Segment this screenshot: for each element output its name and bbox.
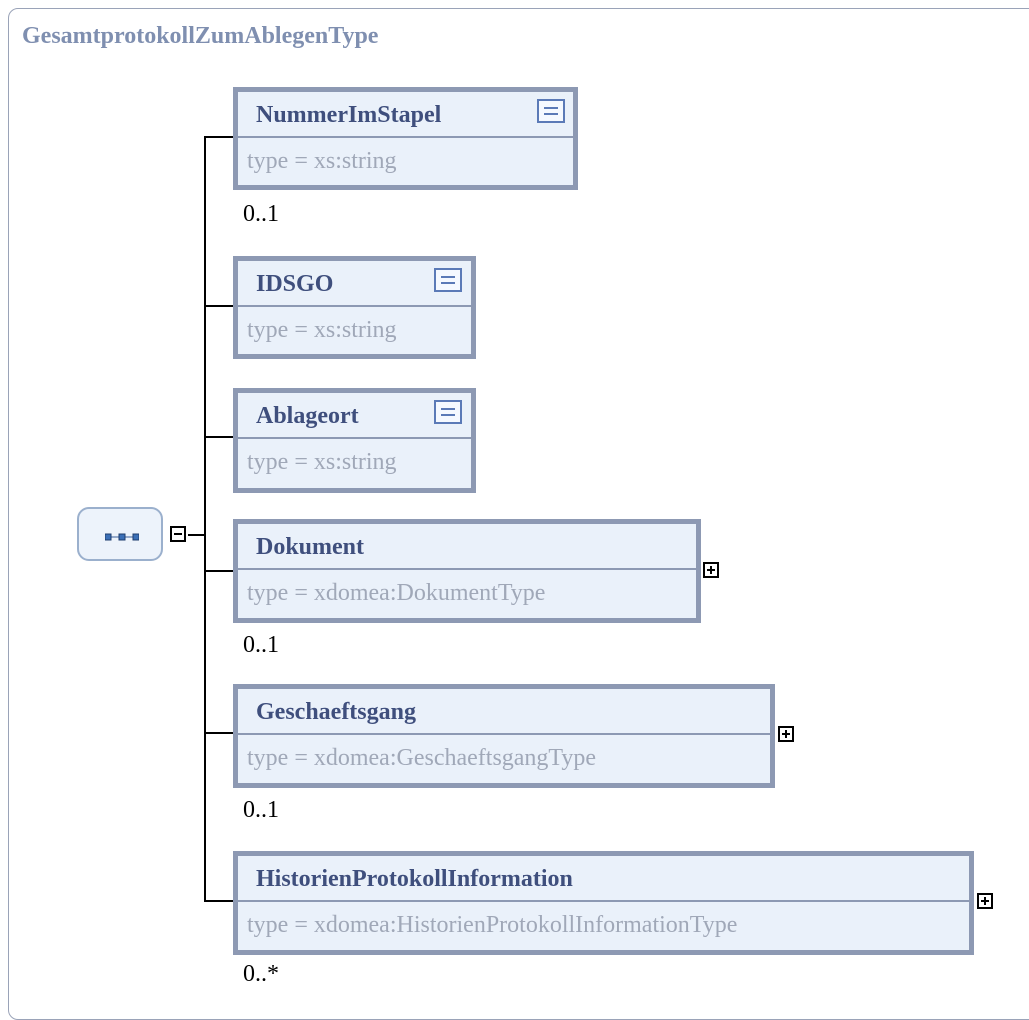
element-geschaeftsgang[interactable]: Geschaeftsgang type = xdomea:Geschaeftsg…: [233, 684, 775, 788]
compositor-link-line: [188, 534, 206, 536]
divider: [238, 437, 471, 439]
element-name: HistorienProtokollInformation: [256, 866, 573, 892]
element-type: type = xs:string: [247, 449, 397, 475]
divider: [238, 305, 471, 307]
element-historienprotokollinformation[interactable]: HistorienProtokollInformation type = xdo…: [233, 851, 974, 955]
element-type: type = xs:string: [247, 148, 397, 174]
documentation-icon: [434, 400, 462, 424]
expand-toggle-icon[interactable]: [703, 562, 719, 578]
expand-toggle-icon[interactable]: [778, 726, 794, 742]
element-name: Dokument: [256, 534, 365, 560]
branch-line: [204, 570, 234, 572]
branch-line: [204, 732, 234, 734]
occurrence-label: 0..*: [243, 961, 279, 987]
element-type: type = xdomea:GeschaeftsgangType: [247, 745, 597, 771]
element-type: type = xdomea:HistorienProtokollInformat…: [247, 912, 738, 938]
branch-line: [204, 305, 234, 307]
occurrence-label: 0..1: [243, 632, 279, 658]
element-nummerimstapel[interactable]: NummerImStapel type = xs:string: [233, 87, 578, 190]
element-name: Geschaeftsgang: [256, 699, 416, 725]
documentation-icon: [434, 268, 462, 292]
element-type: type = xdomea:DokumentType: [247, 580, 546, 606]
branch-line: [204, 136, 234, 138]
expand-toggle-icon[interactable]: [977, 893, 993, 909]
element-ablageort[interactable]: Ablageort type = xs:string: [233, 388, 476, 493]
occurrence-label: 0..1: [243, 201, 279, 227]
divider: [238, 568, 696, 570]
element-dokument[interactable]: Dokument type = xdomea:DokumentType: [233, 519, 701, 623]
sequence-trunk-line: [204, 136, 206, 902]
divider: [238, 733, 770, 735]
element-name: Ablageort: [256, 403, 359, 429]
divider: [238, 136, 573, 138]
element-name: IDSGO: [256, 271, 334, 297]
branch-line: [204, 436, 234, 438]
element-name: NummerImStapel: [256, 102, 442, 128]
occurrence-label: 0..1: [243, 797, 279, 823]
documentation-icon: [537, 99, 565, 123]
divider: [238, 900, 969, 902]
sequence-icon: [105, 533, 139, 541]
sequence-compositor[interactable]: [77, 507, 163, 561]
element-type: type = xs:string: [247, 317, 397, 343]
collapse-toggle-icon[interactable]: [170, 526, 186, 542]
complex-type-title: GesamtprotokollZumAblegenType: [22, 23, 379, 49]
branch-line: [204, 900, 234, 902]
element-idsgo[interactable]: IDSGO type = xs:string: [233, 256, 476, 359]
